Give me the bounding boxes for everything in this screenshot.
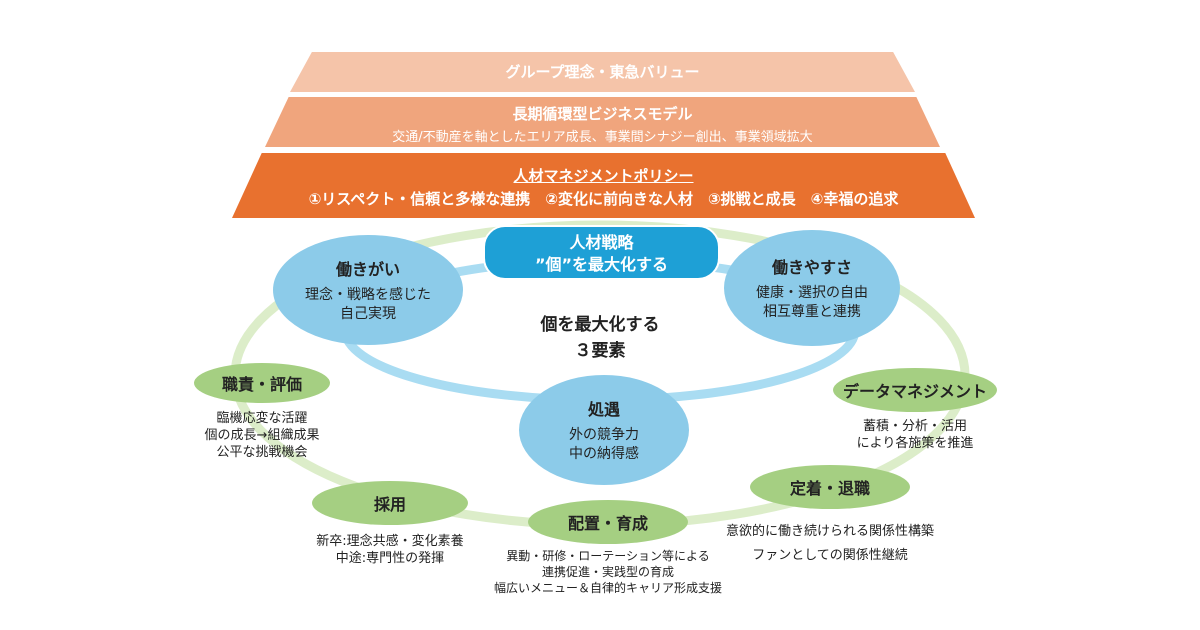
cycle-title: 採用	[373, 495, 406, 514]
cycle-title: 職責・評価	[221, 375, 302, 394]
cycle-title: 配置・育成	[567, 514, 648, 533]
cycle-retention-desc: 意欲的に働き続けられる関係性構築 ファンとしての関係性継続	[700, 520, 960, 568]
element-title: 働きがい	[335, 260, 400, 279]
tier2-title: 長期循環型ビジネスモデル	[512, 105, 693, 123]
element-title: 処遇	[587, 400, 620, 419]
desc-line: 公平な挑戦機会	[216, 445, 308, 460]
element-compensation: 処遇 外の競争力 中の納得感	[519, 375, 689, 485]
desc-line: 幅広いメニュー＆自律的キャリア形成支援	[493, 581, 722, 595]
center-line2: ３要素	[574, 341, 626, 361]
desc-line: 中途:専門性の発揮	[335, 551, 445, 566]
desc-line: により各施策を推進	[856, 436, 974, 451]
element-workability: 働きやすさ 健康・選択の自由 相互尊重と連携	[724, 230, 900, 346]
cycle-placement-training-desc: 異動・研修・ローテーション等による 連携促進・実践型の育成 幅広いメニュー＆自律…	[478, 548, 738, 596]
tier2-subtitle: 交通/不動産を軸としたエリア成長、事業間シナジー創出、事業領域拡大	[392, 130, 813, 145]
desc-line: 意欲的に働き続けられる関係性構築	[725, 524, 934, 539]
element-line: 自己実現	[340, 306, 396, 322]
center-label: 個を最大化する ３要素	[500, 312, 700, 364]
cycle-data-management: データマネジメント	[833, 368, 997, 412]
cycle-recruitment-desc: 新卒:理念共感・変化素養 中途:専門性の発揮	[280, 533, 500, 567]
desc-line: 蓄積・分析・活用	[862, 419, 967, 434]
element-line: 相互尊重と連携	[763, 304, 861, 320]
tier3-title: 人材マネジメントポリシー	[513, 167, 694, 185]
strategy-line1: 人材戦略	[569, 233, 634, 252]
center-line1: 個を最大化する	[540, 315, 660, 335]
cycle-evaluation: 職責・評価	[194, 363, 330, 403]
tier-group-philosophy: グループ理念・東急バリュー	[290, 52, 915, 92]
cycle-data-management-desc: 蓄積・分析・活用 により各施策を推進	[830, 418, 1000, 452]
desc-line: 新卒:理念共感・変化素養	[316, 534, 464, 549]
cycle-evaluation-desc: 臨機応変な活躍 個の成長→組織成果 公平な挑戦機会	[182, 410, 342, 461]
element-motivation: 働きがい 理念・戦略を感じた 自己実現	[273, 235, 463, 345]
strategy-line2: ”個”を最大化する	[534, 255, 669, 274]
cycle-title: 定着・退職	[789, 479, 870, 498]
strategy-pill: 人材戦略 ”個”を最大化する	[483, 225, 720, 280]
desc-line: 連携促進・実践型の育成	[541, 565, 674, 579]
tier3-subtitle: ①リスペクト・信頼と多様な連携 ②変化に前向きな人材 ③挑戦と成長 ④幸福の追求	[308, 190, 899, 208]
cycle-recruitment: 採用	[312, 481, 468, 525]
element-title: 働きやすさ	[771, 258, 852, 277]
tier1-title: グループ理念・東急バリュー	[505, 63, 700, 81]
element-line: 理念・戦略を感じた	[305, 287, 431, 303]
cycle-placement-training: 配置・育成	[528, 500, 688, 544]
desc-line: 異動・研修・ローテーション等による	[506, 549, 710, 563]
tier-hr-policy: 人材マネジメントポリシー ①リスペクト・信頼と多様な連携 ②変化に前向きな人材 …	[232, 153, 975, 218]
desc-line: ファンとしての関係性継続	[752, 548, 908, 563]
desc-line: 個の成長→組織成果	[204, 428, 320, 443]
element-line: 中の納得感	[569, 446, 639, 462]
cycle-retention: 定着・退職	[750, 465, 910, 509]
element-line: 外の競争力	[569, 427, 639, 443]
desc-line: 臨機応変な活躍	[216, 411, 308, 426]
element-line: 健康・選択の自由	[756, 285, 868, 301]
cycle-title: データマネジメント	[842, 382, 987, 401]
tier-business-model: 長期循環型ビジネスモデル 交通/不動産を軸としたエリア成長、事業間シナジー創出、…	[265, 97, 940, 147]
